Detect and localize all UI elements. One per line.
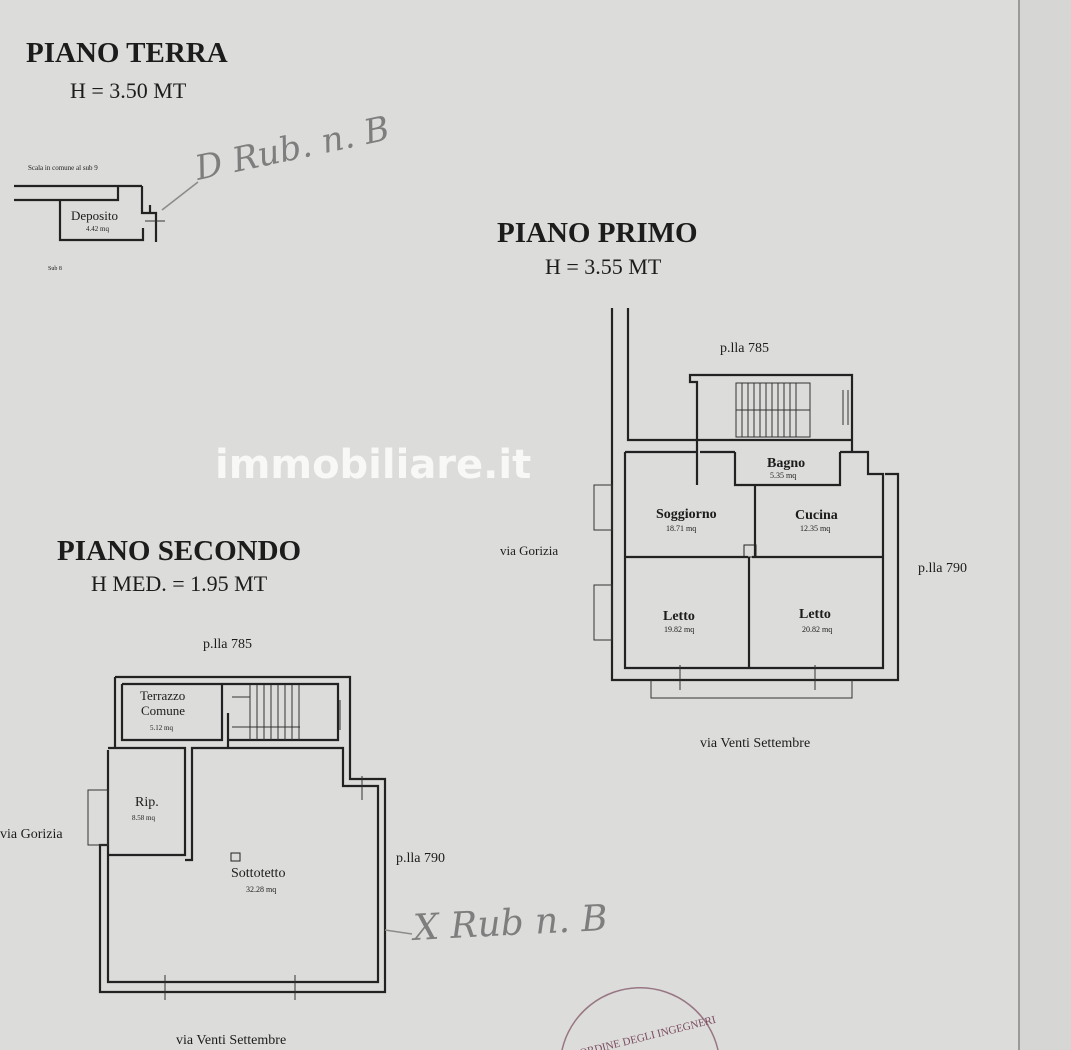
first-south-label: via Venti Settembre xyxy=(700,736,810,751)
room-rip-area: 8.58 mq xyxy=(132,814,155,822)
second-handwriting: X Rub n. B xyxy=(409,898,608,949)
room-rip-label: Rip. xyxy=(135,795,159,810)
room-letto-2-area: 20.82 mq xyxy=(802,625,832,634)
chimney-symbol xyxy=(743,544,757,558)
first-west-label: via Gorizia xyxy=(500,543,558,558)
room-cucina-area: 12.35 mq xyxy=(800,524,830,533)
room-soggiorno-label: Soggiorno xyxy=(656,507,717,522)
first-east-label: p.lla 790 xyxy=(918,561,967,576)
engineer-stamp: ORDINE DEGLI INGEGNERI xyxy=(561,987,719,1050)
second-floor: PIANO SECONDO H MED. = 1.95 MT p.lla 785… xyxy=(0,535,609,1048)
room-letto-1-area: 19.82 mq xyxy=(664,625,694,634)
deposito-label: Deposito xyxy=(71,208,118,223)
stamp-text: ORDINE DEGLI INGEGNERI xyxy=(578,1014,717,1050)
first-floor-title: PIANO PRIMO xyxy=(497,217,698,249)
floor-plan-sheet xyxy=(1018,0,1020,1050)
room-sottotetto-area: 32.28 mq xyxy=(246,885,276,894)
second-east-label: p.lla 790 xyxy=(396,851,445,866)
ground-floor-height: H = 3.50 MT xyxy=(70,78,187,103)
second-north-label: p.lla 785 xyxy=(203,637,252,652)
second-floor-height: H MED. = 1.95 MT xyxy=(91,571,268,596)
room-terrazzo-label: Terrazzo xyxy=(140,688,185,703)
first-north-label: p.lla 785 xyxy=(720,341,769,356)
second-west-label: via Gorizia xyxy=(0,827,63,842)
room-sottotetto-label: Sottotetto xyxy=(231,866,285,881)
room-soggiorno-area: 18.71 mq xyxy=(666,524,696,533)
ground-floor: PIANO TERRA H = 3.50 MT Scala in comune … xyxy=(14,37,393,272)
watermark: immobiliare.it xyxy=(215,442,531,488)
room-letto-2-label: Letto xyxy=(799,607,831,622)
room-terrazzo-label-2: Comune xyxy=(141,703,185,718)
first-floor: PIANO PRIMO H = 3.55 MT p.lla 785 p.lla … xyxy=(497,217,967,751)
ground-floor-note: Scala in comune al sub 9 xyxy=(28,164,98,172)
room-cucina-label: Cucina xyxy=(795,508,838,523)
second-floor-title: PIANO SECONDO xyxy=(57,535,301,567)
chimney-symbol xyxy=(230,852,241,862)
room-terrazzo-area: 5.12 mq xyxy=(150,724,173,732)
deposito-area: 4.42 mq xyxy=(86,225,109,233)
room-bagno-area: 5.35 mq xyxy=(770,471,796,480)
second-south-label: via Venti Settembre xyxy=(176,1033,286,1048)
ground-handwriting: D Rub. n. B xyxy=(191,109,393,189)
room-letto-1-label: Letto xyxy=(663,609,695,624)
first-floor-height: H = 3.55 MT xyxy=(545,254,662,279)
room-bagno-label: Bagno xyxy=(767,456,805,471)
ground-floor-title: PIANO TERRA xyxy=(26,37,228,69)
sub-label: Sub 8 xyxy=(48,266,62,272)
